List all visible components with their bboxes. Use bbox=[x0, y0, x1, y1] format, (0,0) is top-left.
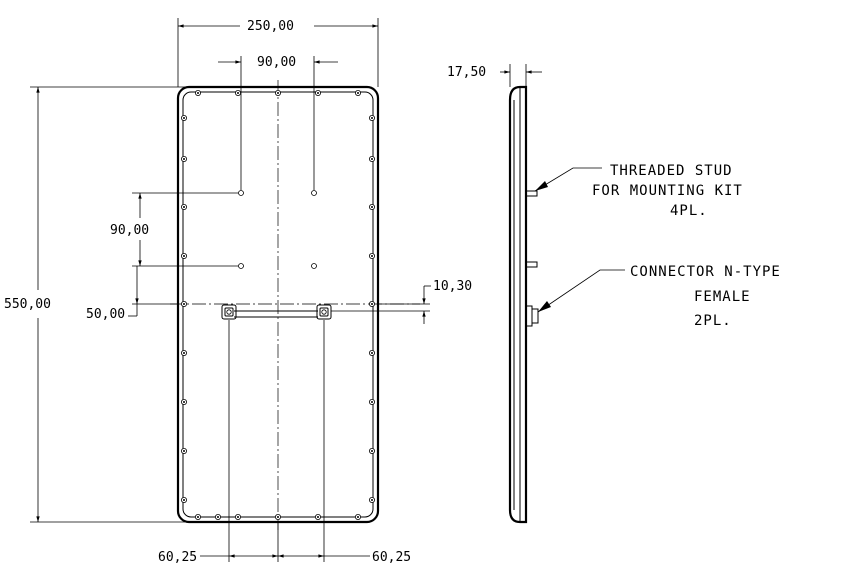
screw-center bbox=[183, 303, 185, 305]
callout-stud-line2: FOR MOUNTING KIT bbox=[592, 183, 743, 199]
screw-center bbox=[357, 92, 359, 94]
screw-center bbox=[197, 92, 199, 94]
stud-hole bbox=[238, 263, 244, 269]
dim-overall-height: 550,00 bbox=[4, 86, 190, 523]
side-connector bbox=[525, 305, 539, 327]
screw-center bbox=[371, 206, 373, 208]
screw-center bbox=[183, 401, 185, 403]
side-panel-outline bbox=[508, 85, 528, 524]
side-view: 17,50 bbox=[447, 64, 542, 524]
screw-center bbox=[357, 516, 359, 518]
screw-center bbox=[317, 92, 319, 94]
screw-center bbox=[371, 303, 373, 305]
front-view bbox=[170, 80, 420, 562]
dim-stud-spacing-h-label: 90,00 bbox=[257, 55, 296, 70]
callout-threaded-stud: THREADED STUD FOR MOUNTING KIT 4PL. bbox=[534, 163, 743, 219]
dim-connector-right-label: 60,25 bbox=[372, 550, 411, 565]
screw-center bbox=[217, 516, 219, 518]
screw-center bbox=[237, 92, 239, 94]
dim-stud-spacing-v-label: 90,00 bbox=[110, 223, 149, 238]
stud-hole bbox=[311, 263, 317, 269]
screw-center bbox=[371, 401, 373, 403]
dim-overall-height-label: 550,00 bbox=[4, 297, 51, 312]
screw-center bbox=[183, 117, 185, 119]
dim-stud-spacing-h: 90,00 bbox=[218, 55, 338, 190]
callout-stud-line3: 4PL. bbox=[670, 203, 708, 219]
dim-overall-width: 250,00 bbox=[177, 18, 379, 87]
connector-right bbox=[316, 304, 332, 320]
screw-center bbox=[371, 352, 373, 354]
dim-stud-from-center-label: 50,00 bbox=[86, 307, 125, 322]
dim-stud-spacing-v: 90,00 bbox=[110, 192, 238, 267]
screw-center bbox=[277, 92, 279, 94]
perimeter-screws bbox=[180, 90, 375, 521]
dim-connector-offset-label: 10,30 bbox=[433, 279, 472, 294]
side-stud bbox=[525, 190, 538, 197]
screw-center bbox=[371, 117, 373, 119]
dim-connector-left-label: 60,25 bbox=[158, 550, 197, 565]
callout-connector-line2: FEMALE bbox=[694, 289, 751, 305]
dim-thickness-label: 17,50 bbox=[447, 65, 486, 80]
screw-center bbox=[371, 499, 373, 501]
stud-hole bbox=[238, 190, 244, 196]
callout-stud-line1: THREADED STUD bbox=[610, 163, 733, 179]
callout-connector-line1: CONNECTOR N-TYPE bbox=[630, 264, 781, 280]
callout-connector-line3: 2PL. bbox=[694, 313, 732, 329]
stud-hole bbox=[311, 190, 317, 196]
screw-center bbox=[277, 516, 279, 518]
connector-left bbox=[221, 304, 237, 320]
screw-center bbox=[183, 158, 185, 160]
dim-overall-width-label: 250,00 bbox=[247, 19, 294, 34]
screw-center bbox=[237, 516, 239, 518]
screw-center bbox=[183, 352, 185, 354]
screw-center bbox=[183, 206, 185, 208]
connectors bbox=[221, 304, 332, 320]
screw-center bbox=[183, 450, 185, 452]
mounting-studs bbox=[238, 190, 317, 269]
screw-center bbox=[371, 450, 373, 452]
callout-connector: CONNECTOR N-TYPE FEMALE 2PL. bbox=[537, 264, 781, 329]
dim-connector-spacing: 60,25 60,25 bbox=[158, 550, 411, 565]
screw-center bbox=[197, 516, 199, 518]
screw-center bbox=[183, 255, 185, 257]
screw-center bbox=[317, 516, 319, 518]
screw-center bbox=[371, 158, 373, 160]
side-stud bbox=[525, 261, 538, 268]
screw-center bbox=[183, 499, 185, 501]
dim-connector-offset: 10,30 bbox=[331, 279, 472, 324]
screw-center bbox=[371, 255, 373, 257]
dim-stud-from-center: 50,00 bbox=[86, 266, 178, 322]
